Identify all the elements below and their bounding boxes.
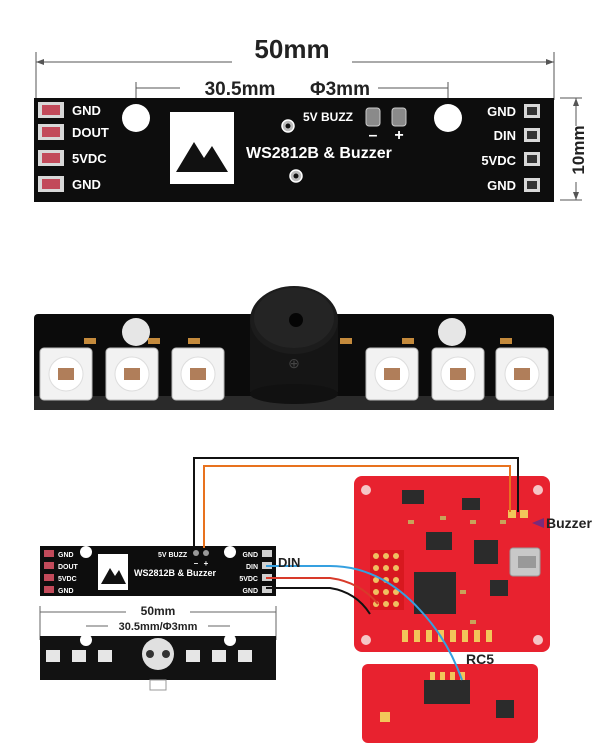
ground-wire	[266, 587, 371, 615]
buzz-plus-label: +	[394, 127, 403, 144]
orange-wire	[203, 465, 511, 548]
buzz-minus-label: –	[369, 127, 378, 144]
flight-controller-board	[354, 476, 550, 652]
buzzer-arrow-icon	[532, 518, 544, 528]
fc-bottom-board	[362, 664, 538, 743]
small-mountain-logo-icon	[98, 554, 128, 590]
hole-diameter-label: Φ3mm	[310, 79, 370, 100]
small-board-title: WS2812B & Buzzer	[134, 568, 217, 578]
black-wire	[193, 457, 519, 548]
small-right-pad-label: 5VDC	[239, 576, 258, 583]
led-5050	[495, 347, 549, 401]
mountain-logo-icon	[170, 112, 234, 184]
top-right-pad-label: GND	[487, 178, 516, 193]
small-right-pad-label: DIN	[246, 564, 258, 571]
wires	[193, 457, 519, 681]
small-left-pad-label: 5VDC	[58, 576, 77, 583]
board-title: WS2812B & Buzzer	[246, 145, 392, 162]
small-left-pad-label: GND	[58, 588, 74, 595]
buzz-label: 5V BUZZ	[303, 110, 353, 124]
buzzer-label: Buzzer	[546, 515, 592, 531]
small-buzz-label: 5V BUZZ	[158, 552, 188, 559]
buzzer-icon: ⊕	[250, 286, 338, 404]
back-view-board: 50mm 30.5mm/Φ3mm	[39, 603, 277, 691]
small-minus-label: –	[194, 559, 199, 568]
overall-width-label: 50mm	[254, 34, 329, 64]
back-width-label: 50mm	[141, 604, 176, 618]
hole-spacing-label: 30.5mm	[205, 79, 276, 100]
height-label: 10mm	[569, 125, 588, 174]
top-left-pads: GND DOUT 5VDC GND	[38, 102, 109, 192]
top-left-pad-label: GND	[72, 177, 101, 192]
top-board-section: 50mm 30.5mm Φ3mm 10mm GND DOUT 5VDC G	[34, 34, 588, 202]
led-5050	[39, 347, 93, 401]
top-right-pad-label: 5VDC	[481, 153, 516, 168]
small-plus-label: +	[204, 559, 209, 568]
small-right-pad-label: GND	[242, 552, 258, 559]
svg-text:⊕: ⊕	[288, 355, 300, 371]
small-board-pcb	[40, 546, 276, 596]
red-wire	[266, 577, 379, 605]
led-5050	[171, 347, 225, 401]
top-board-pcb	[34, 98, 554, 202]
rc5-label: RC5	[466, 651, 494, 667]
mounting-hole-left	[122, 104, 150, 132]
fc-mcu-chip	[414, 572, 456, 614]
top-right-pad-label: GND	[487, 104, 516, 119]
mounting-hole-right	[434, 104, 462, 132]
top-left-pad-label: 5VDC	[72, 151, 107, 166]
led-board-section: ⊕	[34, 286, 554, 410]
back-holes-label: 30.5mm/Φ3mm	[119, 621, 198, 633]
led-5050	[365, 347, 419, 401]
din-wire	[266, 565, 463, 681]
small-left-pad-label: DOUT	[58, 564, 79, 571]
small-left-pad-label: GND	[58, 552, 74, 559]
top-left-pad-label: GND	[72, 103, 101, 118]
small-led-board: GND DOUT 5VDC GND GND DIN 5VDC GND 5V BU…	[40, 546, 276, 596]
top-left-pad-label: DOUT	[72, 125, 109, 140]
din-label: DIN	[278, 555, 300, 570]
wiring-section: GND DOUT 5VDC GND GND DIN 5VDC GND 5V BU…	[39, 457, 592, 743]
top-right-pads: GND DIN 5VDC GND	[481, 104, 540, 193]
led-5050	[431, 347, 485, 401]
top-right-pad-label: DIN	[494, 128, 516, 143]
small-right-pad-label: GND	[242, 588, 258, 595]
led-5050	[105, 347, 159, 401]
